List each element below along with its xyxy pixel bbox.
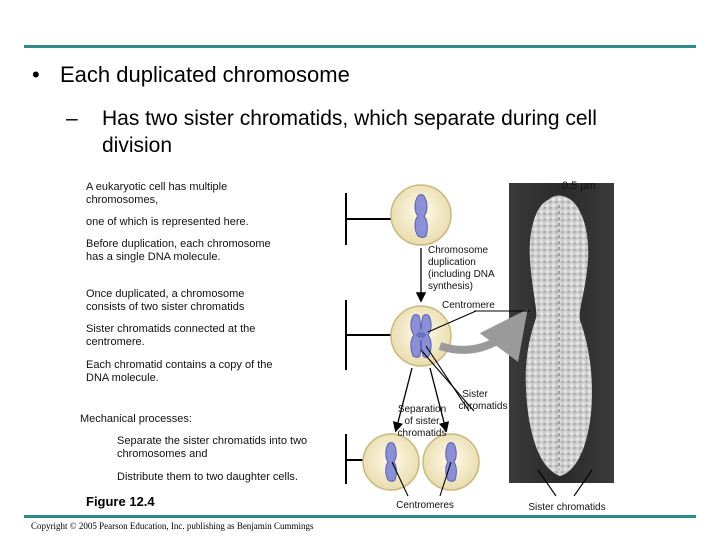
label-duplication-1: Chromosome [428,245,489,256]
label-duplication-4: synthesis) [428,281,474,292]
label-separation-1: Separation [397,404,447,415]
cell-bottom-left [362,433,420,491]
note-each-line1: Each chromatid contains a copy of the [86,359,273,371]
sub-bullet-line2: division [102,134,173,157]
micrograph-chromosome [525,195,592,477]
label-sister-chromatids-bottom: Sister chromatids [528,502,606,513]
scale-label: 0.5 µm [562,180,596,192]
bottom-rule [24,515,696,518]
cell-top [390,184,452,246]
pointer-lines [391,310,593,497]
copyright-notice: Copyright © 2005 Pearson Education, Inc.… [31,521,314,531]
top-rule [24,45,696,48]
label-separation-3: chromatids [397,428,447,439]
label-separation-2: of sister [404,416,440,427]
note-distribute: Distribute them to two daughter cells. [117,471,298,483]
sub-bullet-marker: – [66,107,78,130]
label-centromere: Centromere [442,300,495,311]
note-once-line2: consists of two sister chromatids [86,301,245,313]
note-one: one of which is represented here. [86,216,249,228]
separation-arrows [392,367,450,433]
label-duplication-2: duplication [428,257,476,268]
bullet-text: Each duplicated chromosome [60,62,350,87]
note-sister-line1: Sister chromatids connected at the [86,323,256,335]
note-mechanical: Mechanical processes: [80,413,192,425]
label-sister-chromatids-top-1: Sister [462,389,488,400]
figure-caption: Figure 12.4 [86,494,155,509]
label-centromeres: Centromeres [396,500,454,511]
cell-middle [390,305,452,367]
note-once-line1: Once duplicated, a chromosome [86,288,245,300]
note-separate-line1: Separate the sister chromatids into two [117,435,308,447]
zoom-arrow [438,309,528,362]
note-before-line1: Before duplication, each chromosome [86,238,271,250]
note-cell-line2: chromosomes, [86,194,159,206]
bullet-marker: • [32,62,40,87]
note-before-line2: has a single DNA molecule. [86,251,221,263]
label-duplication-3: (including DNA [428,269,495,280]
note-cell-line1: A eukaryotic cell has multiple [86,181,228,193]
label-sister-chromatids-top-2: chromatids [458,401,508,412]
note-sister-line2: centromere. [86,336,145,348]
note-each-line2: DNA molecule. [86,372,159,384]
note-separate-line2: chromosomes and [117,448,208,460]
sub-bullet-line1: Has two sister chromatids, which separat… [102,107,597,130]
